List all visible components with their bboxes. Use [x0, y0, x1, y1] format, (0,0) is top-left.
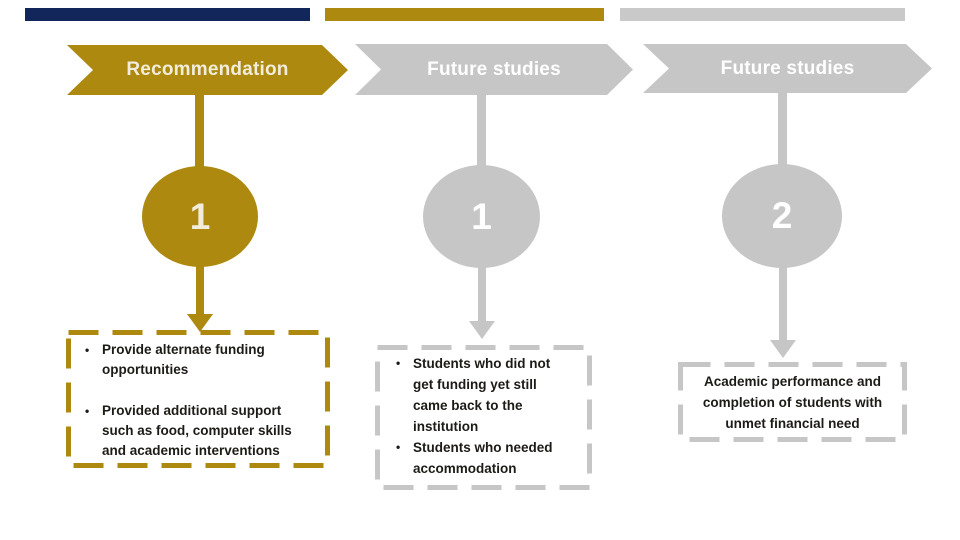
step-number: 2: [771, 195, 793, 236]
bullet-icon: •: [85, 343, 90, 357]
connector-line: [477, 94, 486, 167]
down-arrow-icon: [196, 265, 204, 315]
down-arrow-head-icon: [469, 321, 495, 339]
list-item: • Provide alternate funding opportunitie…: [82, 340, 306, 380]
step-circle: 2: [722, 164, 842, 268]
dashed-box: [66, 330, 330, 468]
down-arrow-head-icon: [770, 340, 796, 358]
dashed-box: [375, 345, 592, 490]
top-bar-navy: [25, 8, 310, 21]
column-header-future-studies-1: Future studies: [427, 58, 561, 80]
chevron-banner-recommendation: [67, 45, 348, 95]
future-studies-2-note: Academic performance and completion of s…: [702, 374, 883, 431]
down-arrow-icon: [478, 266, 486, 322]
column-header-recommendation: Recommendation: [126, 59, 289, 80]
recommendation-list: • Provide alternate funding opportunitie…: [82, 340, 306, 461]
step-circle: 1: [142, 166, 258, 267]
column-header-future-studies-2: Future studies: [720, 57, 855, 79]
dashed-box: [678, 362, 907, 442]
future-studies-1-list: • Students who did not get funding yet s…: [393, 353, 569, 479]
list-item: • Provided additional support such as fo…: [82, 401, 306, 461]
top-bar-gray: [620, 8, 905, 21]
step-number: 1: [189, 195, 211, 237]
connector-line: [778, 92, 787, 166]
bullet-icon: •: [396, 440, 401, 454]
chevron-banner-future-studies-1: [355, 44, 633, 95]
bullet-icon: •: [85, 404, 90, 418]
chevron-banner-future-studies-2: [643, 44, 932, 93]
step-number: 1: [471, 195, 492, 237]
list-item: • Students who did not get funding yet s…: [393, 353, 569, 437]
list-item: • Students who needed accommodation: [393, 437, 569, 479]
top-bar-gold: [325, 8, 604, 21]
down-arrow-head-icon: [187, 314, 213, 332]
bullet-icon: •: [396, 356, 401, 370]
down-arrow-icon: [779, 266, 787, 341]
step-circle: 1: [423, 165, 540, 268]
connector-line: [195, 94, 204, 168]
